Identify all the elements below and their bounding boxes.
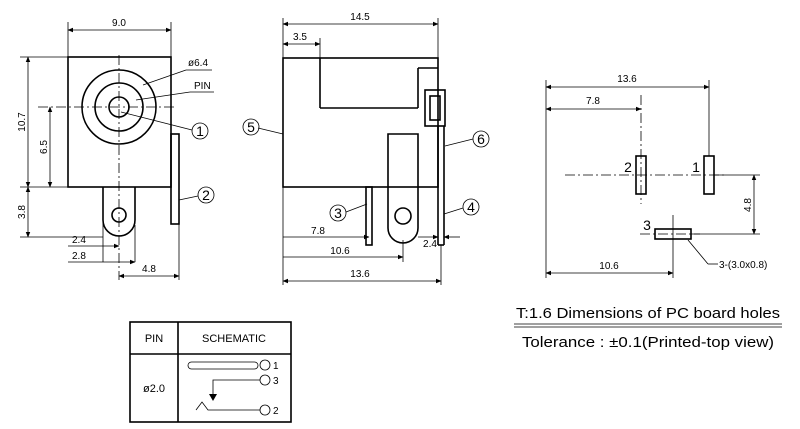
front-dim-a: 2.4	[72, 235, 86, 246]
table-header-pin: PIN	[145, 333, 163, 345]
pcb-label-3: 3	[643, 217, 651, 233]
pcb-label-1: 1	[692, 159, 700, 175]
callout-6: 6	[477, 131, 485, 147]
side-dim-pin-gap: 10.6	[330, 246, 350, 257]
table-pin-value: ø2.0	[143, 383, 165, 395]
side-view: 14.5 3.5 5 6 3 4 7.8 10.6 13.6 2.4	[242, 12, 490, 285]
callout-1: 1	[196, 123, 204, 139]
pcb-caption-title: T:1.6 Dimensions of PC board holes	[516, 305, 780, 322]
callout-3: 3	[334, 205, 342, 221]
front-dim-c: 4.8	[142, 264, 156, 275]
front-body-outline	[67, 56, 172, 188]
front-view: 9.0 10.7 6.5 3.8 ø6.4 PIN 1 2 2.4 2.8	[17, 18, 215, 280]
schematic-term-3: 3	[273, 376, 279, 387]
front-dim-diameter: ø6.4	[188, 58, 208, 69]
front-dim-width: 9.0	[112, 18, 126, 29]
front-side-tab	[170, 133, 180, 225]
side-dim-tab: 2.4	[423, 239, 437, 250]
pcb-label-2: 2	[624, 159, 632, 175]
side-dim-pin3: 7.8	[311, 226, 325, 237]
pcb-dim-vert: 4.8	[743, 198, 754, 212]
front-dim-pin-length: 3.8	[17, 205, 28, 219]
front-dim-b: 2.8	[72, 251, 86, 262]
side-dim-total: 14.5	[350, 12, 370, 23]
side-body-outline	[282, 57, 439, 188]
front-dim-center: 6.5	[39, 140, 50, 154]
pcb-dim-lower: 10.6	[599, 261, 619, 272]
schematic-term-2: 2	[273, 406, 279, 417]
side-dim-length: 13.6	[350, 269, 370, 280]
pcb-caption-tolerance: Tolerance : ±0.1(Printed-top view)	[522, 334, 774, 351]
pcb-dim-total: 13.6	[617, 74, 637, 85]
front-dim-height: 10.7	[17, 112, 28, 132]
callout-4: 4	[467, 199, 475, 215]
callout-2: 2	[202, 187, 210, 203]
callout-5: 5	[247, 119, 255, 135]
pcb-view: 13.6 7.8 2 1 3 4.8 10.6 3-(3.0x0.8) T:1.…	[514, 74, 782, 351]
front-pin-label: PIN	[194, 81, 211, 92]
schematic-term-1: 1	[273, 361, 279, 372]
side-dim-front: 3.5	[293, 32, 307, 43]
pcb-slot-note: 3-(3.0x0.8)	[719, 260, 767, 271]
schematic-table: PIN SCHEMATIC ø2.0 1 3 2	[129, 321, 292, 423]
pcb-dim-mid: 7.8	[586, 96, 600, 107]
table-header-schematic: SCHEMATIC	[202, 333, 266, 345]
